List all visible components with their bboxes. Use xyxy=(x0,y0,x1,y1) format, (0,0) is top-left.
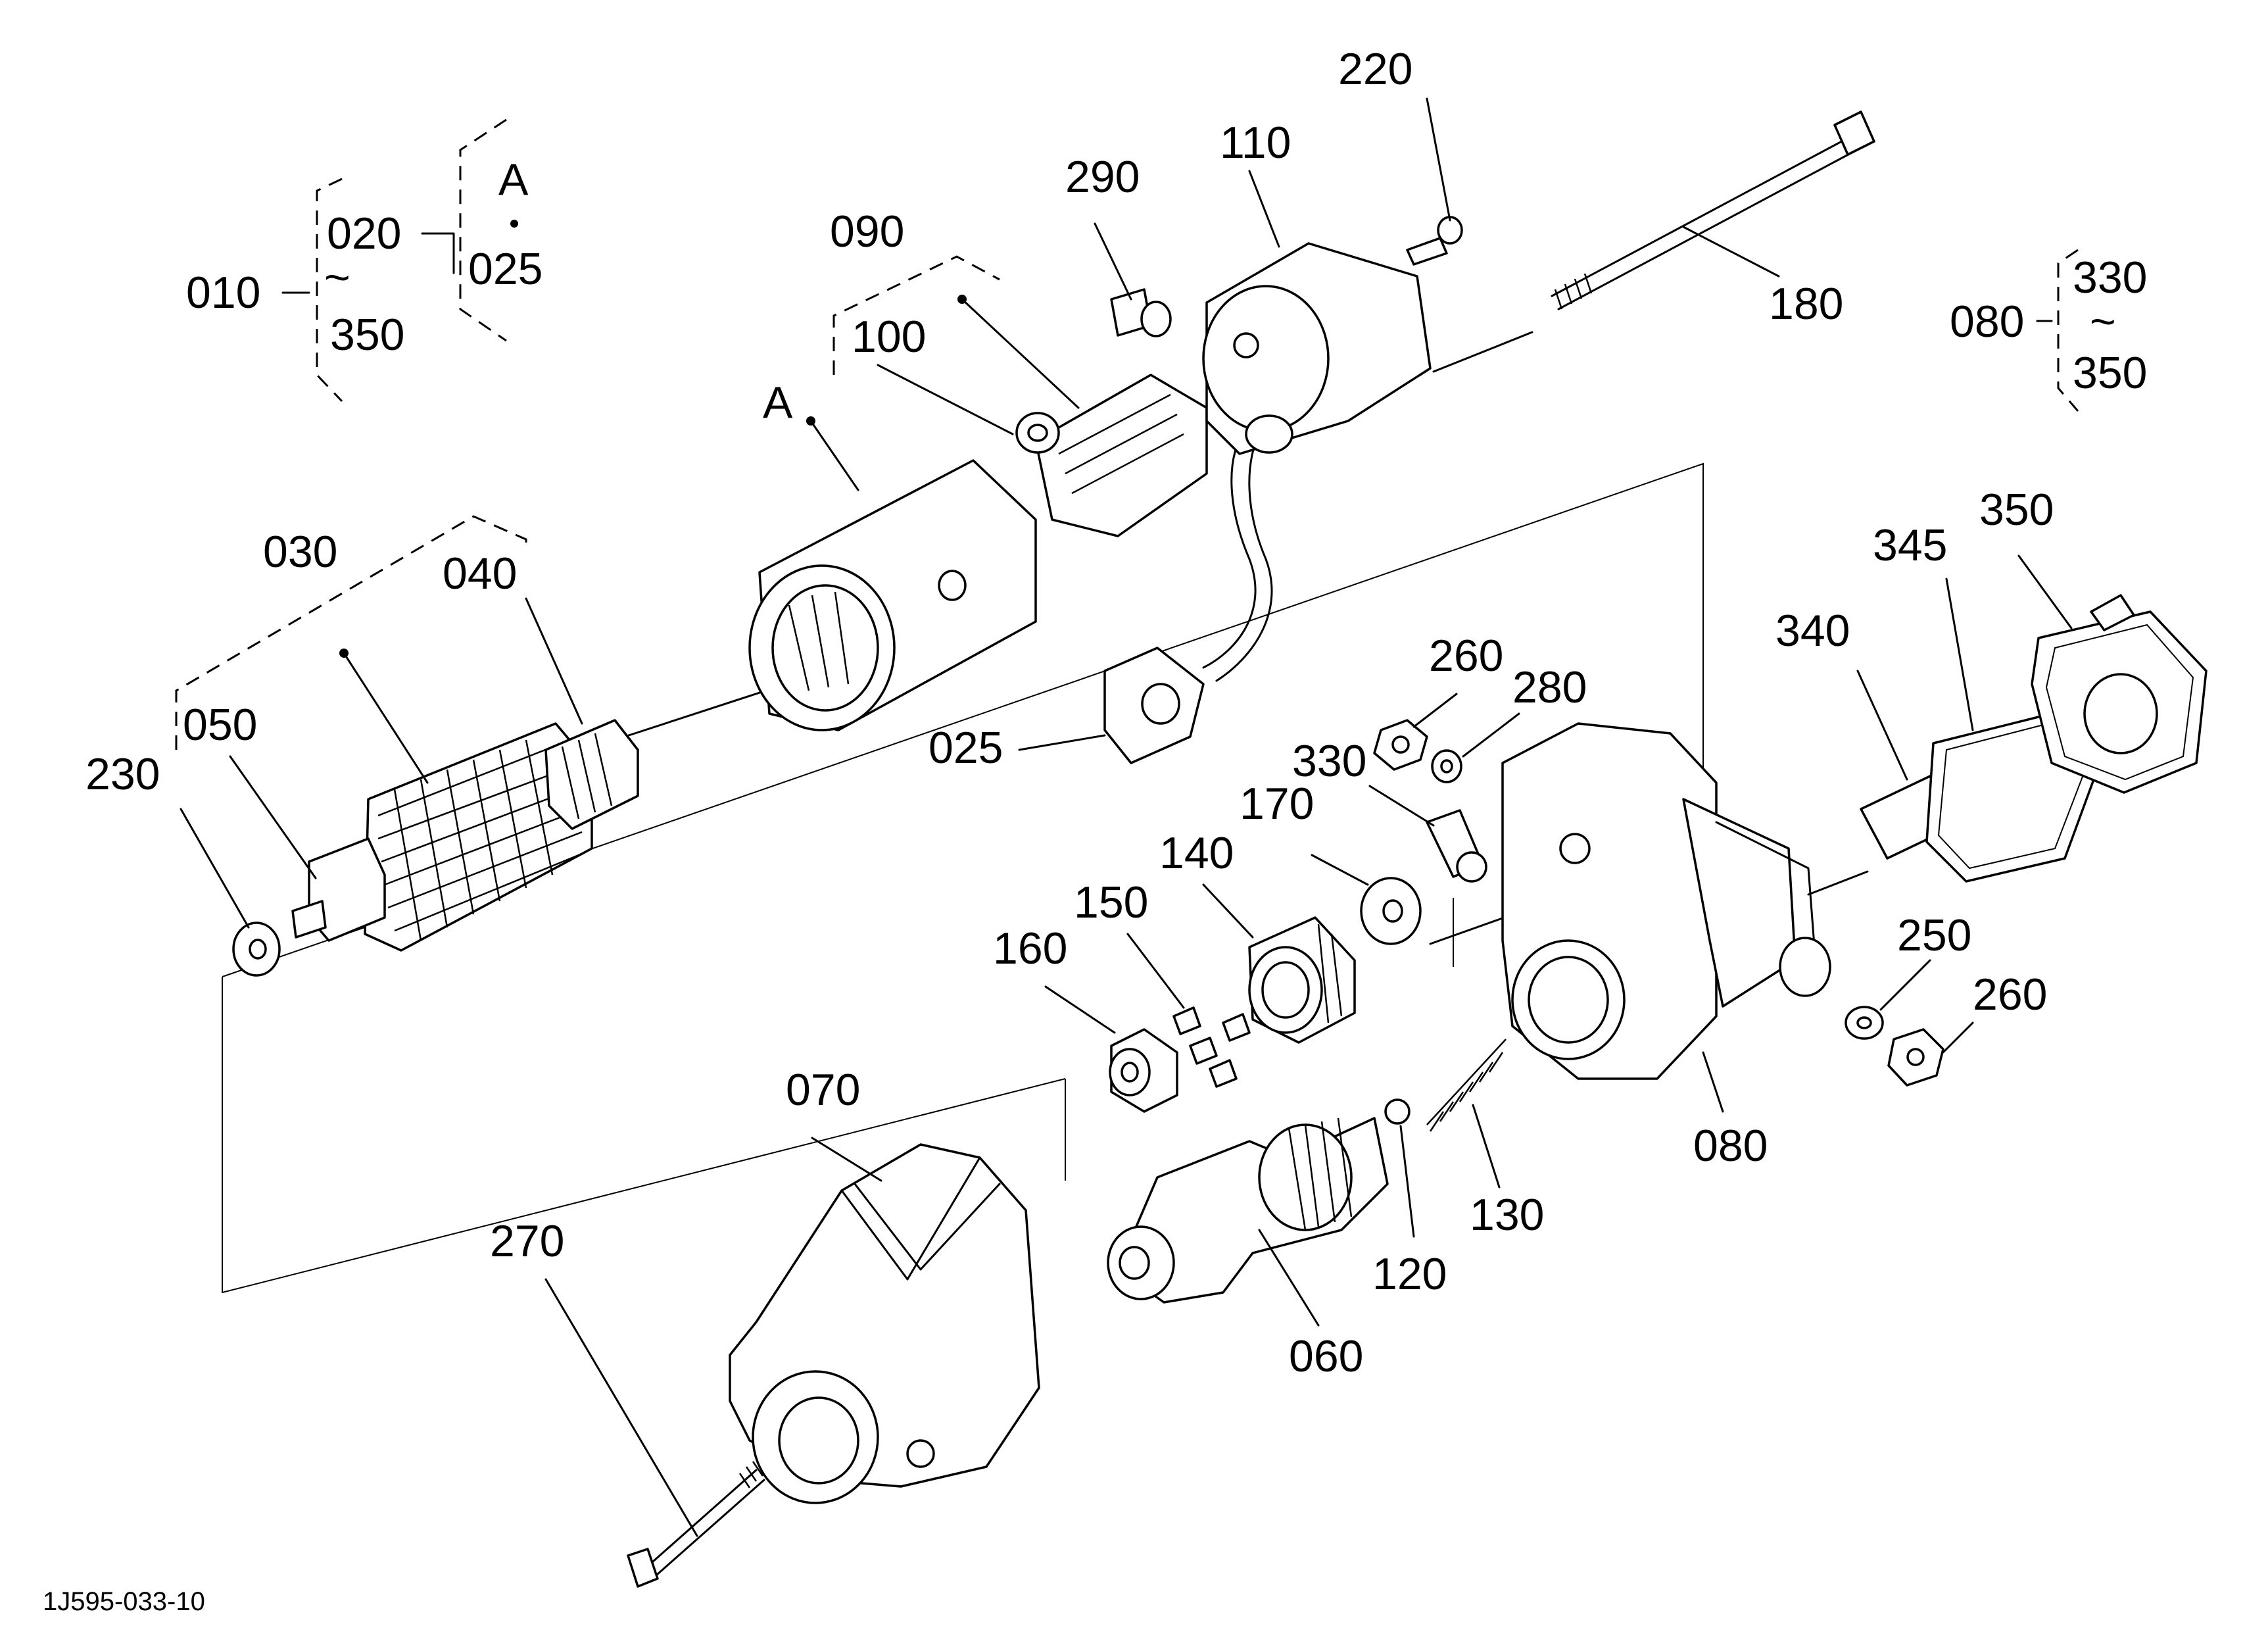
through-bolt-270 xyxy=(627,1461,765,1588)
label-260-upper: 260 xyxy=(1429,631,1503,681)
subassembly-marker-label: A xyxy=(763,378,793,428)
label-070: 070 xyxy=(786,1065,860,1115)
label-090: 090 xyxy=(830,207,904,257)
label-345: 345 xyxy=(1873,520,1947,570)
field-cable-025 xyxy=(1103,426,1273,764)
washer-250 xyxy=(1845,1006,1884,1040)
housing-legend-assembly-label: 080 xyxy=(1950,297,2024,347)
drawing-code: 1J595-033-10 xyxy=(43,1587,205,1616)
label-350: 350 xyxy=(1979,485,2054,535)
label-030: 030 xyxy=(263,527,337,577)
label-220: 220 xyxy=(1338,44,1412,94)
housing-legend-tilde: ~ xyxy=(2090,297,2116,347)
legend-range-from-label: 020 xyxy=(327,209,401,258)
planet-carrier-160 xyxy=(1109,1028,1178,1113)
sleeve-330 xyxy=(1426,809,1487,883)
legend-subgroup-part-label: 025 xyxy=(468,244,543,294)
legend-tilde: ~ xyxy=(324,253,350,303)
assembly-guide-lines xyxy=(175,255,1869,1294)
legend-subgroup-label: A xyxy=(498,155,529,205)
housing-legend: 080 330 ~ 350 xyxy=(1950,249,2147,412)
label-180: 180 xyxy=(1769,279,1843,329)
label-340: 340 xyxy=(1775,606,1850,656)
label-160: 160 xyxy=(993,923,1067,973)
housing-legend-range-from-label: 330 xyxy=(2073,253,2147,303)
label-025: 025 xyxy=(929,723,1003,773)
legend-range-to-label: 350 xyxy=(330,310,404,360)
armature xyxy=(291,719,639,952)
label-330: 330 xyxy=(1292,736,1366,786)
label-050: 050 xyxy=(183,700,257,750)
label-040: 040 xyxy=(443,549,517,599)
label-280: 280 xyxy=(1512,662,1587,712)
label-170: 170 xyxy=(1240,779,1314,829)
label-230: 230 xyxy=(85,749,160,799)
front-housing-070 xyxy=(729,1143,1040,1504)
label-260-lower: 260 xyxy=(1973,970,2047,1020)
leader-lines xyxy=(180,97,2073,1537)
legend-assembly-label: 010 xyxy=(186,268,260,318)
bolt-290 xyxy=(1110,288,1172,337)
washer-230 xyxy=(232,922,281,977)
label-120: 120 xyxy=(1372,1249,1447,1299)
washer-280 xyxy=(1431,749,1462,783)
group-legend: 010 020 ~ 350 A 025 xyxy=(186,118,543,403)
housing-legend-range-to-label: 350 xyxy=(2073,348,2147,398)
nut-260-upper xyxy=(1373,719,1428,771)
nut-260-lower xyxy=(1887,1028,1944,1087)
through-bolt-180 xyxy=(1551,111,1875,310)
spring-130 xyxy=(1426,1039,1507,1132)
label-290: 290 xyxy=(1065,152,1140,202)
planet-pins-150 xyxy=(1172,1006,1251,1088)
label-080: 080 xyxy=(1693,1121,1768,1171)
label-100: 100 xyxy=(852,312,926,362)
label-250: 250 xyxy=(1897,910,1971,960)
internal-gear-140 xyxy=(1248,916,1356,1044)
field-coil-yoke xyxy=(748,374,1208,731)
label-270: 270 xyxy=(490,1216,564,1266)
ball-120 xyxy=(1384,1098,1411,1125)
end-cover-110 xyxy=(1202,242,1432,455)
label-130: 130 xyxy=(1470,1190,1544,1240)
cover-350 xyxy=(2031,594,2208,794)
label-110: 110 xyxy=(1220,118,1291,168)
callout-labels: 220 110 290 180 090 100 030 040 050 230 … xyxy=(85,44,2054,1381)
bearing-170 xyxy=(1360,877,1422,945)
overrunning-clutch-060 xyxy=(1107,1117,1389,1304)
label-060: 060 xyxy=(1289,1331,1363,1381)
housing-080 xyxy=(1501,722,1831,1080)
label-140: 140 xyxy=(1159,828,1234,878)
screw-220 xyxy=(1406,216,1463,266)
label-150: 150 xyxy=(1074,877,1148,927)
